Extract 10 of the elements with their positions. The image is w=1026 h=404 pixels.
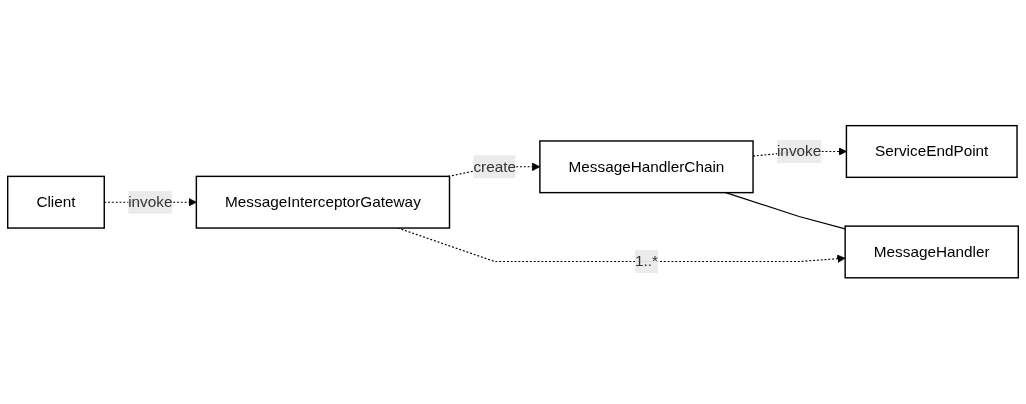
edge-label: 1..*	[634, 253, 658, 270]
edge-label: invoke	[128, 193, 173, 211]
node-box: MessageHandlerChain	[539, 140, 754, 194]
node-box: MessageInterceptorGateway	[195, 175, 451, 230]
edge-label: create	[473, 158, 516, 175]
node-box: ServiceEndPoint	[845, 125, 1018, 179]
edge-label: invoke	[776, 143, 822, 160]
connector	[725, 192, 846, 230]
node-box: Client	[7, 175, 105, 230]
node-box: MessageHandler	[844, 225, 1019, 279]
